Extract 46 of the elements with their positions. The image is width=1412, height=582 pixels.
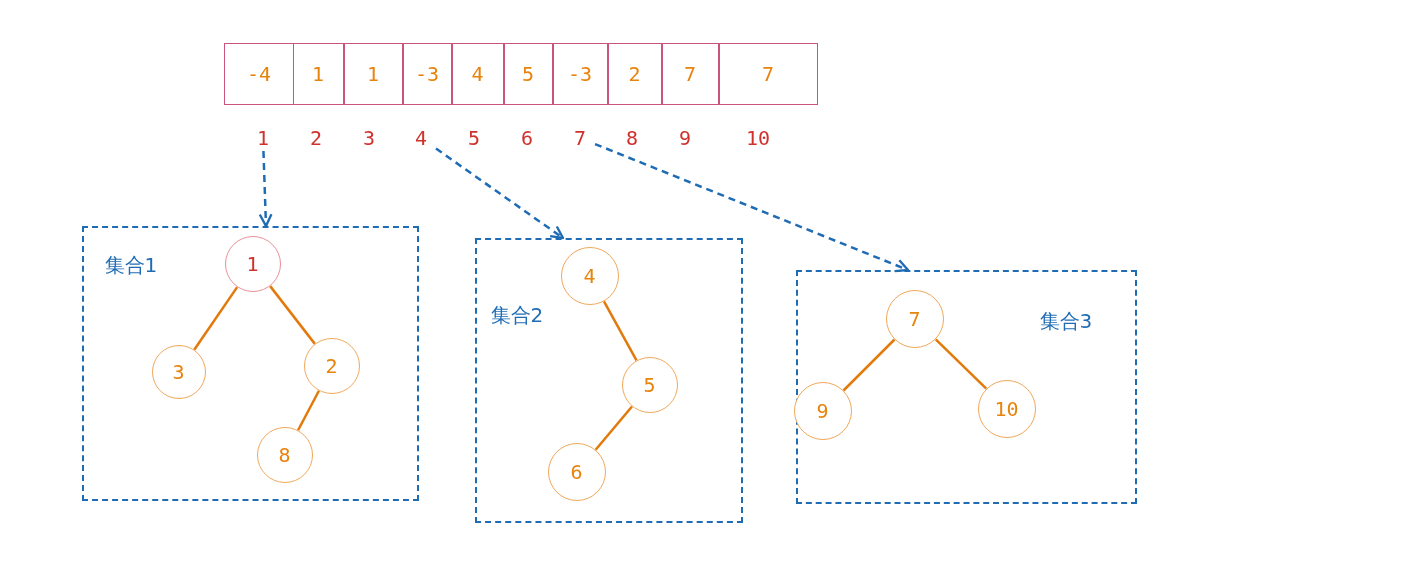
index-number: 7: [565, 125, 595, 151]
array-cell: 5: [503, 43, 553, 105]
set-label: 集合2: [490, 301, 544, 329]
tree-node: 6: [547, 442, 606, 501]
index-number: 3: [361, 125, 376, 151]
tree-edge: [594, 405, 633, 451]
index-number: 9: [677, 125, 692, 151]
tree-edge: [269, 285, 316, 345]
tree-node: 9: [793, 381, 852, 440]
array-cell: -4: [224, 43, 294, 105]
array-cell: 1: [292, 43, 344, 105]
set-box: [475, 238, 743, 523]
index-number: 1: [248, 125, 278, 151]
tree-node: 3: [151, 344, 206, 399]
array-cell: -3: [402, 43, 452, 105]
dashed-arrow: [258, 150, 273, 228]
array-cell: 7: [661, 43, 719, 105]
tree-node: 4: [560, 246, 619, 305]
index-number: 6: [519, 125, 534, 151]
tree-node: 10: [977, 379, 1036, 438]
index-number: 10: [744, 125, 772, 151]
array-cell: -3: [552, 43, 608, 105]
set-label: 集合1: [104, 251, 158, 279]
array-cell: 2: [607, 43, 662, 105]
index-number: 8: [624, 125, 639, 151]
set-label: 集合3: [1039, 307, 1093, 335]
array-cell: 4: [451, 43, 504, 105]
tree-node: 1: [224, 235, 281, 292]
dashed-arrow: [594, 142, 910, 273]
tree-node: 5: [621, 356, 678, 413]
tree-edge: [602, 300, 638, 362]
index-number: 4: [406, 125, 436, 151]
tree-node: 8: [256, 426, 313, 483]
array-cell: 7: [718, 43, 818, 105]
tree-node: 7: [885, 289, 944, 348]
tree-node: 2: [303, 337, 360, 394]
tree-edge: [842, 338, 896, 392]
array-cell: 1: [343, 43, 403, 105]
index-number: 5: [466, 125, 481, 151]
set-box: [82, 226, 419, 501]
tree-edge: [193, 286, 239, 351]
dashed-arrow: [435, 147, 565, 240]
tree-edge: [934, 338, 988, 390]
tree-edge: [296, 390, 321, 431]
index-number: 2: [308, 125, 323, 151]
set-box: [796, 270, 1137, 504]
